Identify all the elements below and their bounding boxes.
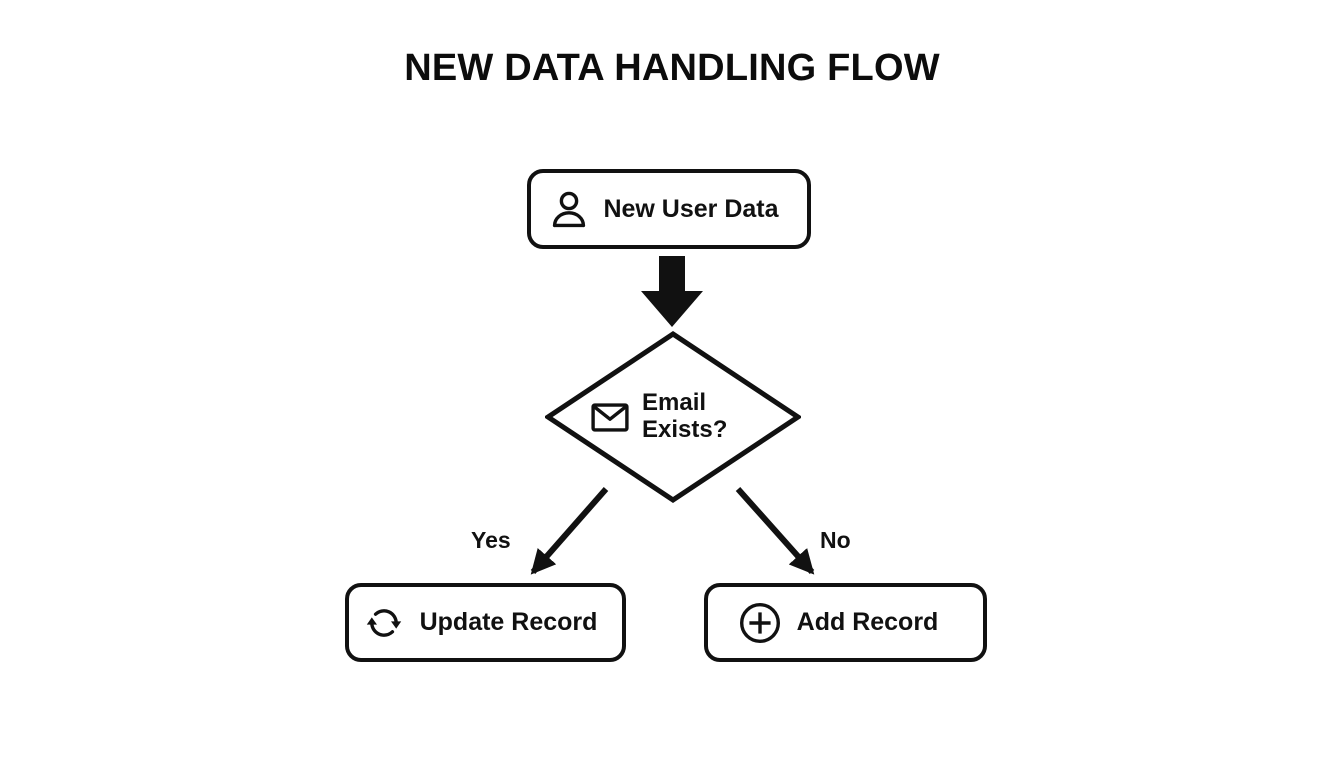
- node-label: Add Record: [796, 608, 939, 636]
- node-label: Email Exists?: [642, 389, 728, 443]
- node-add-record[interactable]: Add Record: [704, 583, 987, 662]
- person-icon: [551, 190, 587, 228]
- diamond-shape: [545, 331, 801, 503]
- node-new-user-data[interactable]: New User Data: [527, 169, 811, 249]
- edge-label-yes: Yes: [471, 527, 511, 553]
- diagram-title: NEW DATA HANDLING FLOW: [404, 47, 940, 89]
- refresh-icon: [364, 603, 404, 643]
- edge-label-no: No: [820, 527, 851, 553]
- envelope-icon: [591, 402, 629, 432]
- edge-decision-to-add: [735, 487, 815, 575]
- edge-start-to-decision: [641, 256, 703, 327]
- edge-decision-to-update: [530, 487, 609, 575]
- node-update-record[interactable]: Update Record: [345, 583, 626, 662]
- node-label: Update Record: [419, 608, 598, 636]
- plus-circle-icon: [739, 602, 781, 644]
- node-email-exists-decision[interactable]: Email Exists?: [545, 331, 801, 503]
- node-label: New User Data: [603, 194, 779, 223]
